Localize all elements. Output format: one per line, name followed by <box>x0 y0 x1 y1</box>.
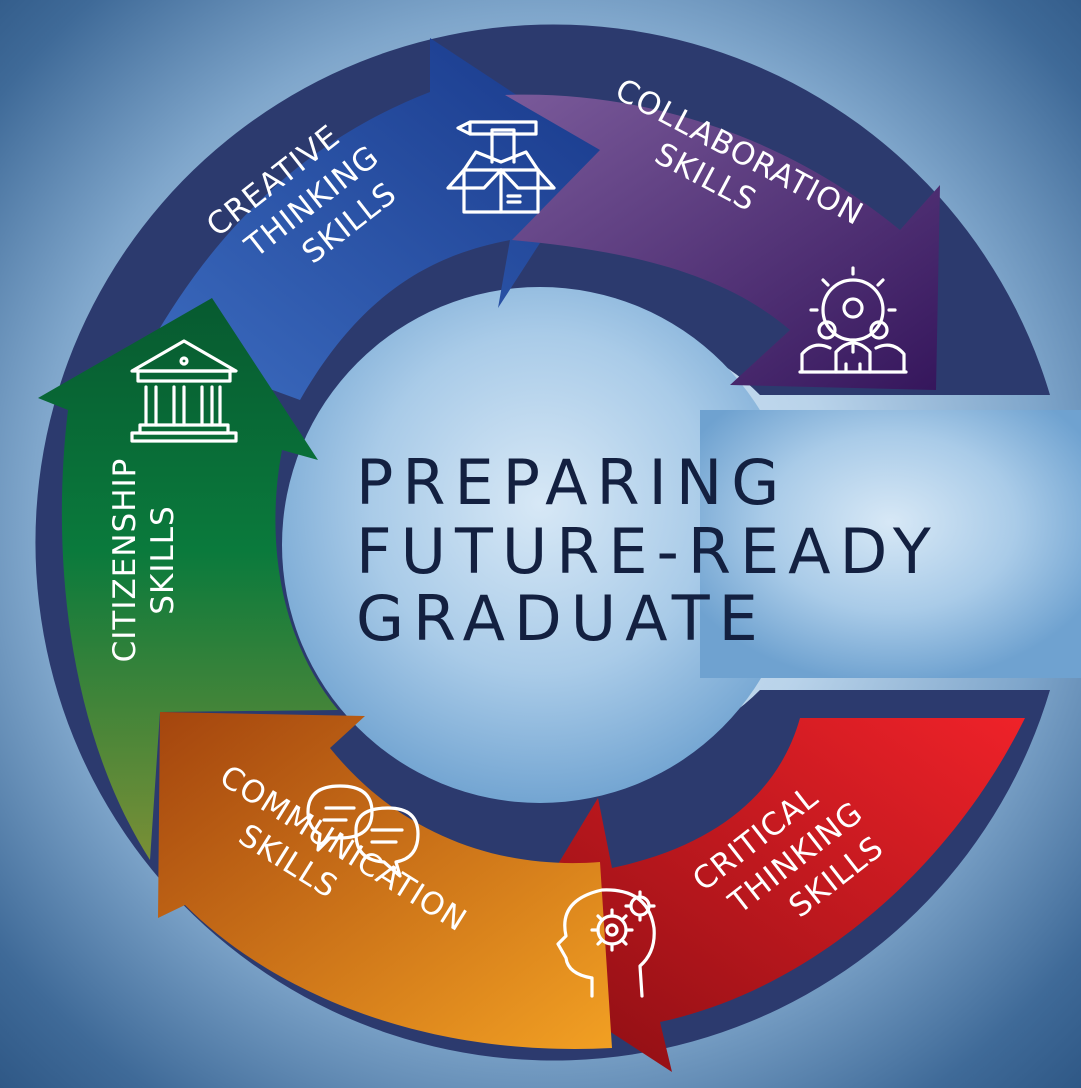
citizenship-label-line-2: SKILLS <box>145 505 181 614</box>
creative-arrow <box>150 38 600 400</box>
head-gears-icon <box>556 888 656 998</box>
team-gear-icon <box>798 266 908 374</box>
title-line-3: GRADUATE <box>356 582 767 655</box>
collaboration-arrow <box>505 94 940 391</box>
citizenship-arrow <box>38 298 338 860</box>
government-building-icon <box>130 339 238 443</box>
title-line-2: FUTURE-READY <box>356 515 940 588</box>
critical-arrow <box>500 718 1025 1072</box>
citizenship-label-line-1: CITIZENSHIP <box>107 458 143 663</box>
communication-arrow <box>158 712 612 1049</box>
center-opening <box>700 410 1081 678</box>
speech-bubbles-icon <box>306 784 420 878</box>
box-pencil-icon <box>446 120 556 214</box>
center-circle <box>282 287 798 803</box>
title-line-1: PREPARING <box>356 446 788 519</box>
